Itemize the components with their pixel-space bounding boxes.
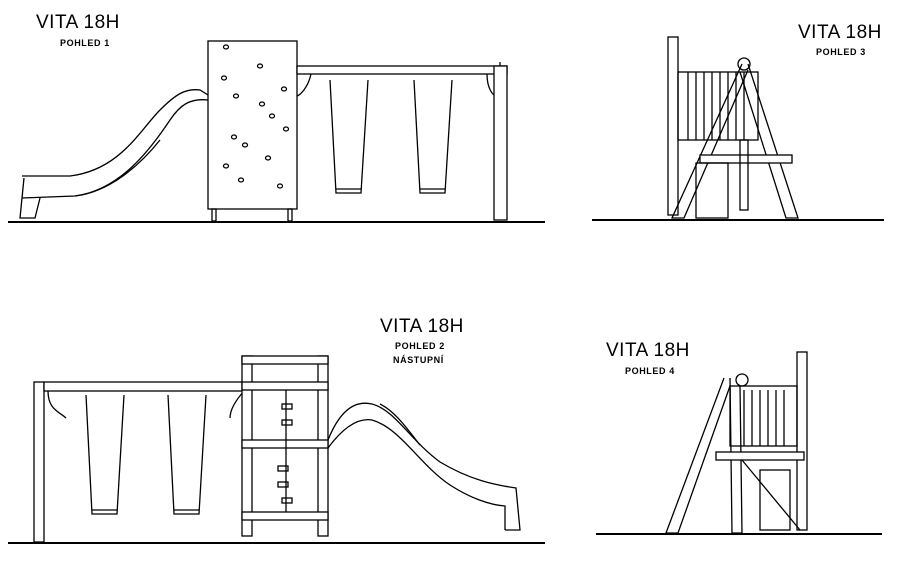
- view1-slide: [19, 89, 209, 219]
- view-3-title: VITA 18H: [798, 22, 882, 43]
- view-4-title: VITA 18H: [606, 340, 690, 361]
- view2-swing-frame: [33, 381, 247, 543]
- view3-railing: [687, 72, 745, 140]
- view-1-title: VITA 18H: [36, 12, 120, 33]
- view1-drawing: [8, 40, 545, 223]
- view-2-title: VITA 18H: [380, 316, 464, 337]
- view2-tower: [241, 355, 329, 537]
- view2-ladder: [277, 390, 293, 512]
- view3-drawing: [592, 36, 884, 221]
- view-2-subtitle: POHLED 2: [395, 341, 445, 351]
- view-1-subtitle: POHLED 1: [60, 38, 110, 48]
- view4-drawing: [596, 351, 882, 535]
- view2-slide: [327, 402, 521, 531]
- view1-climbing-wall: [207, 40, 298, 222]
- view2-drawing: [8, 355, 545, 544]
- view-3-subtitle: POHLED 3: [816, 47, 866, 57]
- view-4-subtitle: POHLED 4: [625, 366, 675, 376]
- view2-swings: [85, 394, 207, 515]
- view1-climbing-holds: [220, 44, 290, 189]
- view1-swing-frame: [296, 62, 508, 221]
- view4-a-frame: [665, 373, 805, 534]
- view1-swings: [329, 79, 453, 194]
- view3-a-frame: [670, 57, 799, 219]
- view4-railing: [743, 390, 785, 446]
- view-2-subtitle-2: NÁSTUPNÍ: [393, 355, 444, 365]
